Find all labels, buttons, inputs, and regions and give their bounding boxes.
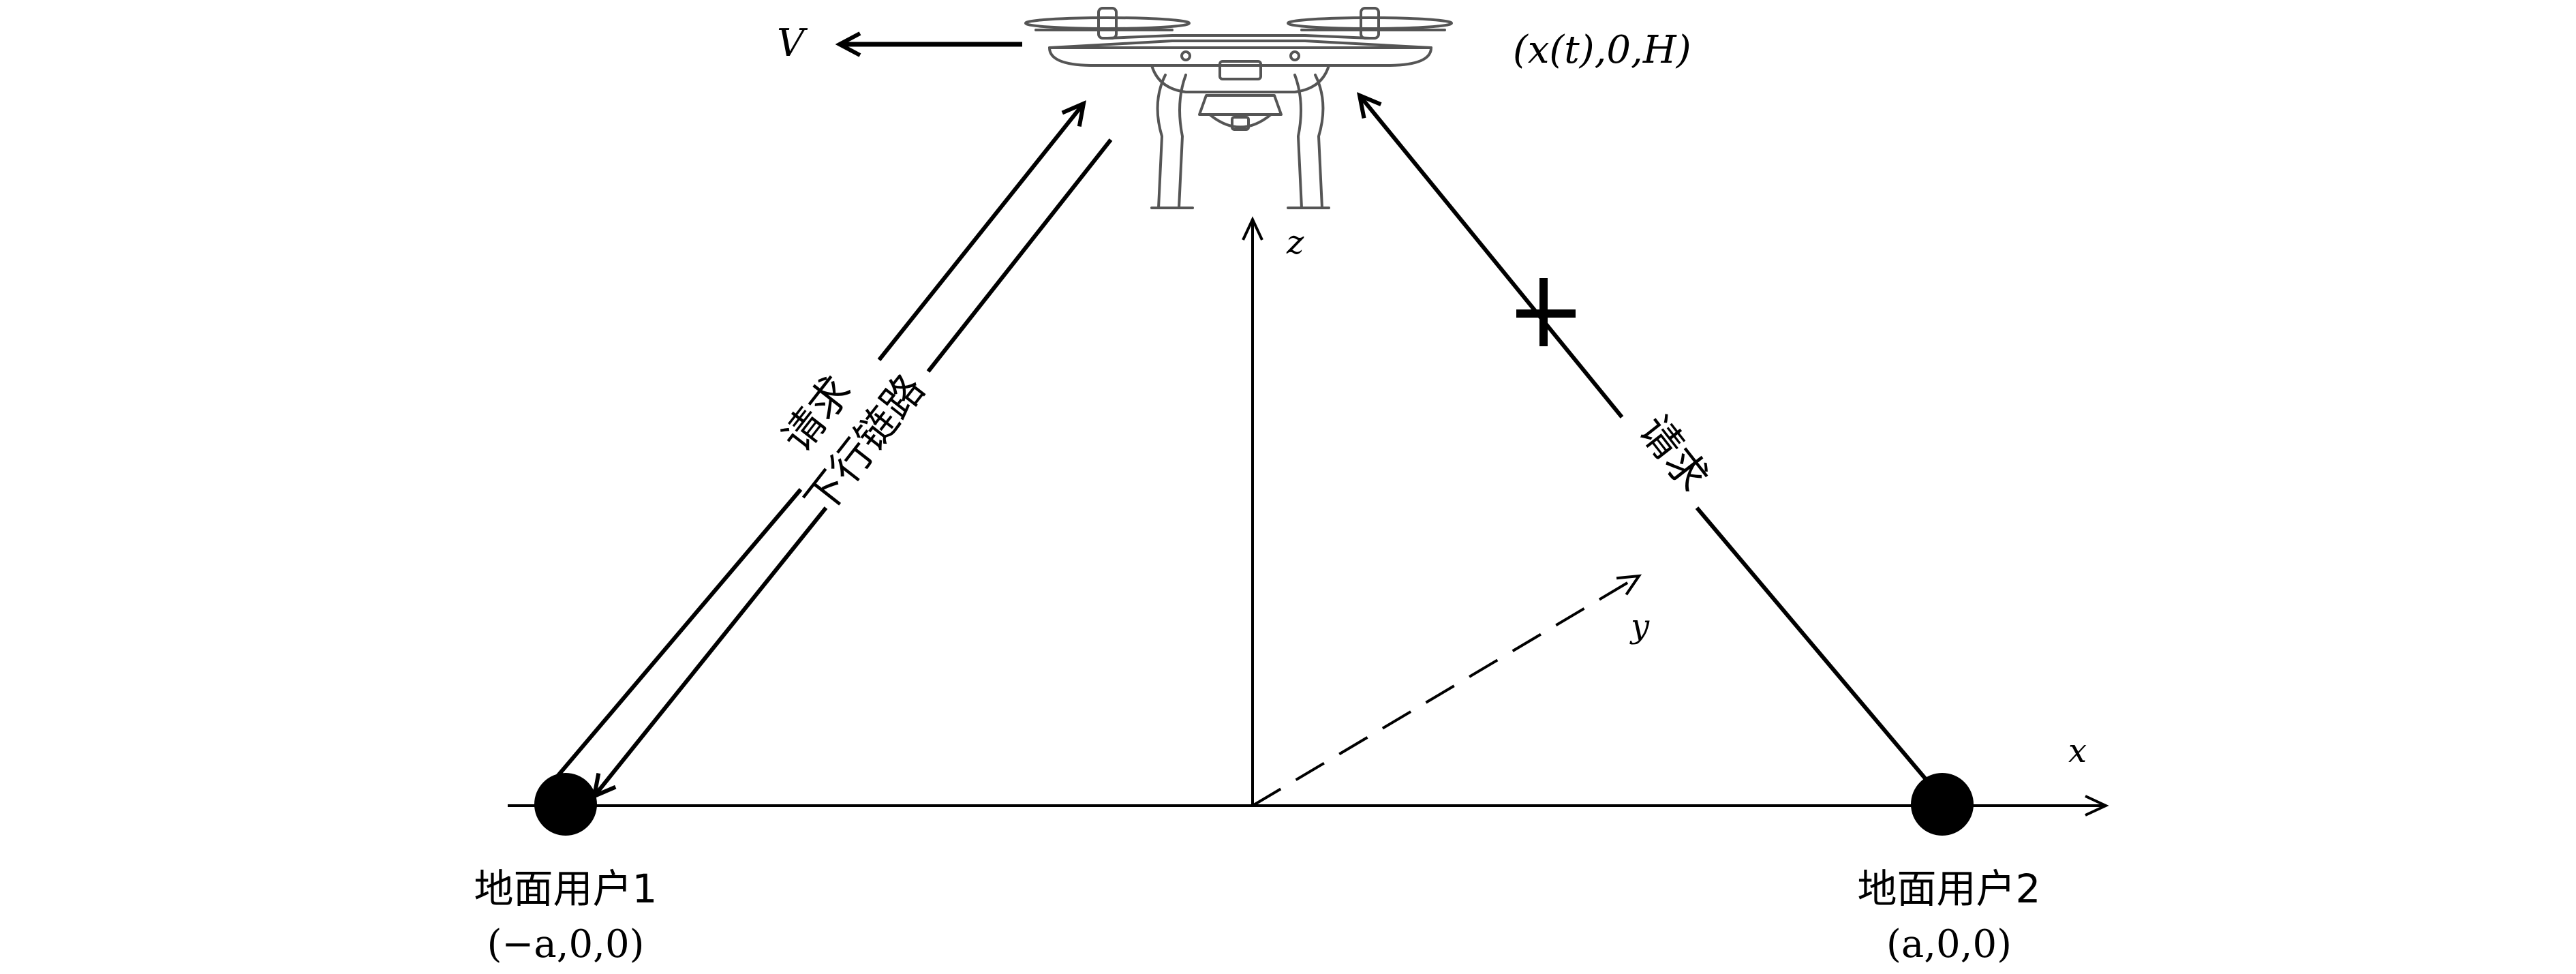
y-axis-label: y	[1629, 607, 1650, 645]
blocked-cross-icon	[1516, 278, 1576, 346]
user2-request-link-lower	[1695, 506, 1931, 784]
ground-user-2-name: 地面用户2	[1858, 866, 2041, 912]
user2-request-label: 请求	[1629, 407, 1717, 501]
drone-icon	[1024, 7, 1453, 209]
y-axis	[1251, 574, 1642, 807]
ground-user-1-name: 地面用户1	[474, 866, 658, 912]
ground-user-1-node	[534, 773, 597, 836]
z-axis-label: z	[1286, 224, 1304, 262]
ground-user-2-node	[1911, 773, 1974, 836]
uav-position-label: (x(t),0,H)	[1513, 28, 1691, 72]
x-axis-label: x	[2068, 732, 2087, 770]
user1-request-link-lower	[543, 488, 803, 792]
ground-user-2-coord: (a,0,0)	[1886, 922, 2012, 967]
velocity-label: V	[777, 21, 808, 65]
ground-user-1-coord: (−a,0,0)	[487, 922, 645, 967]
user1-downlink-lower	[594, 506, 828, 796]
user1-downlink-upper	[926, 138, 1113, 373]
user1-request-link-upper	[877, 104, 1084, 361]
user2-request-link-upper	[1360, 95, 1624, 418]
